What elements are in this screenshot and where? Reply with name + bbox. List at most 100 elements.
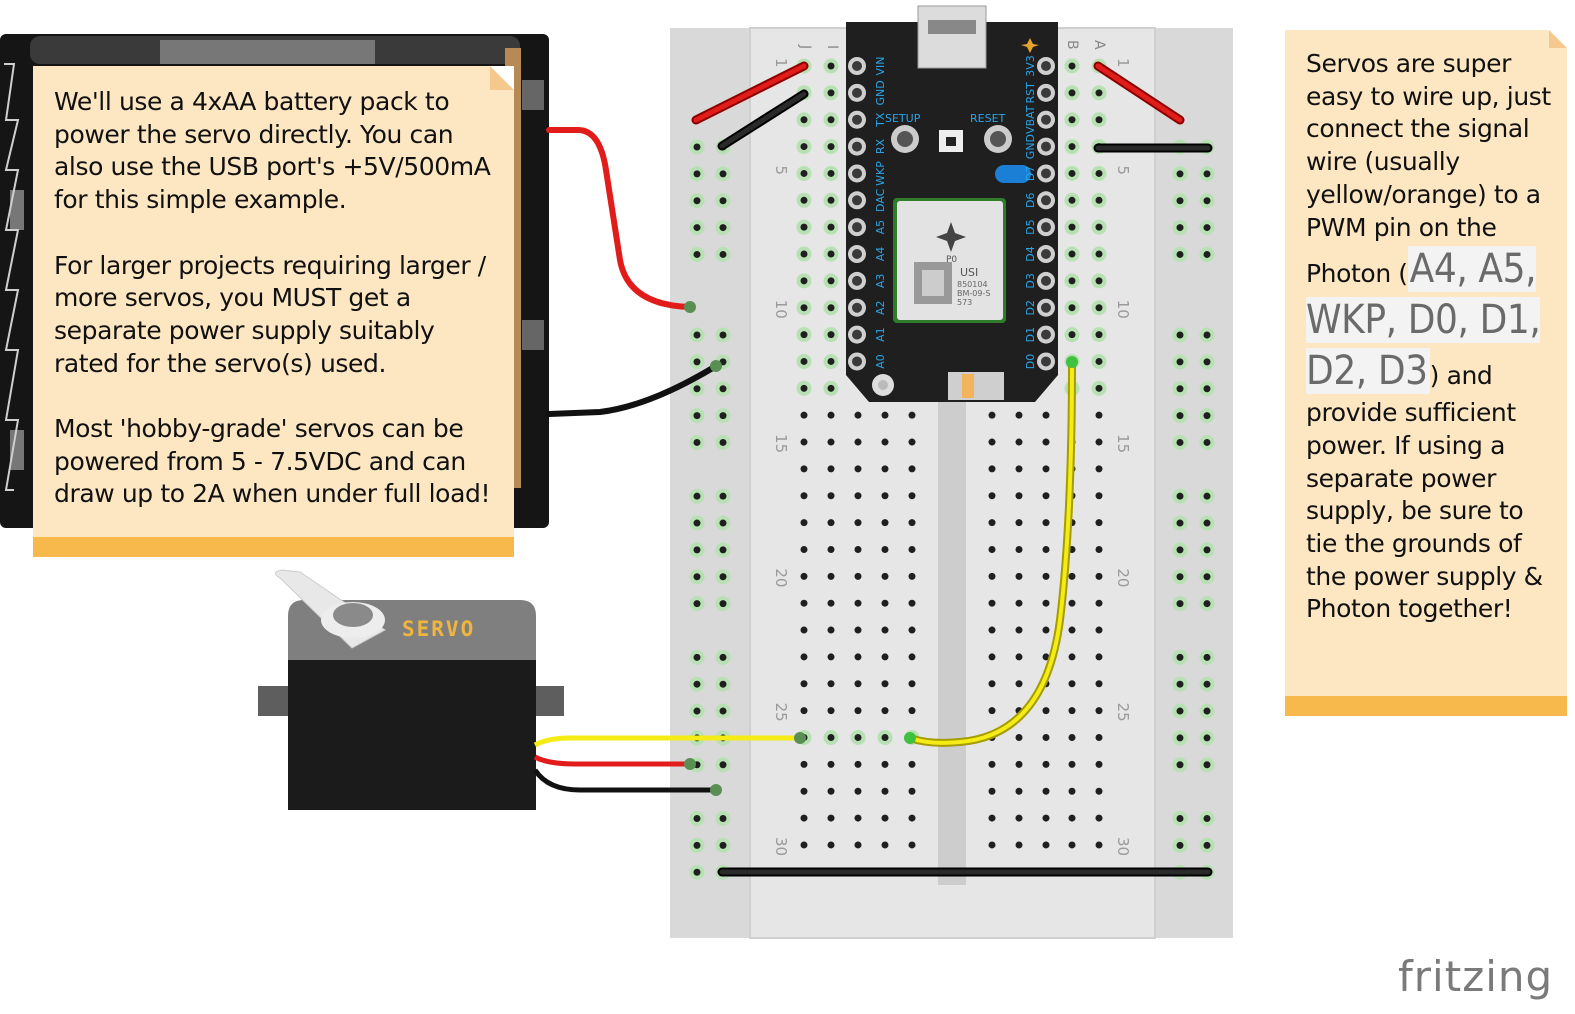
- strip-hole-center: [881, 492, 889, 500]
- strip-hole-center: [988, 680, 996, 688]
- strip-hole-center: [881, 411, 889, 419]
- strip-hole-center: [1095, 357, 1103, 365]
- rail-hole-center: [719, 519, 727, 527]
- row-number-label: 10: [772, 300, 790, 319]
- rail-hole-center: [693, 250, 701, 258]
- photon-pin-label-right: D0: [1024, 354, 1037, 369]
- strip-hole-center: [908, 841, 916, 849]
- note-left-paragraph-3: Most 'hobby-grade' servos can be powered…: [54, 414, 491, 509]
- rail-hole-center: [1176, 519, 1184, 527]
- row-number-label: 5: [1114, 165, 1132, 175]
- strip-hole-center: [1095, 465, 1103, 473]
- note-left-paragraph-2: For larger projects requiring larger / m…: [54, 250, 486, 378]
- strip-hole-center: [800, 169, 808, 177]
- photon-pin-label-right: VBAT: [1024, 105, 1037, 134]
- photon-pin-center: [852, 141, 862, 152]
- strip-hole-center: [908, 707, 916, 715]
- strip-hole-center: [800, 707, 808, 715]
- setup-button-label: SETUP: [885, 112, 921, 125]
- strip-hole-center: [1015, 438, 1023, 446]
- note-fold-icon: [1549, 30, 1567, 48]
- photon-pin-center: [852, 87, 862, 98]
- strip-hole-center: [800, 116, 808, 124]
- strip-hole-center: [1095, 680, 1103, 688]
- strip-hole-center: [1068, 760, 1076, 768]
- rail-hole-center: [1203, 519, 1211, 527]
- row-number-label: 15: [772, 434, 790, 453]
- photon-pin-label-left: A4: [874, 247, 887, 262]
- particle-logo-icon: [936, 222, 966, 252]
- rail-hole-center: [1203, 250, 1211, 258]
- photon-pin-label-left: A3: [874, 274, 887, 289]
- strip-hole-center: [1042, 787, 1050, 795]
- strip-hole-center: [1042, 411, 1050, 419]
- strip-hole-center: [988, 814, 996, 822]
- photon-pin-label-right: D1: [1024, 327, 1037, 342]
- strip-hole-center: [800, 841, 808, 849]
- strip-hole-center: [1068, 841, 1076, 849]
- strip-hole-center: [827, 89, 835, 97]
- strip-hole-center: [800, 626, 808, 634]
- strip-hole-center: [988, 572, 996, 580]
- row-number-label: 25: [1114, 703, 1132, 722]
- rail-hole-center: [693, 680, 701, 688]
- note-battery-power: We'll use a 4xAA battery pack to power t…: [33, 66, 514, 557]
- rail-hole-center: [1176, 600, 1184, 608]
- strip-hole-center: [800, 599, 808, 607]
- strip-hole-center: [854, 545, 862, 553]
- strip-hole-center: [908, 599, 916, 607]
- rail-hole-center: [1203, 170, 1211, 178]
- strip-hole-center: [988, 841, 996, 849]
- row-number-label: 15: [1114, 434, 1132, 453]
- strip-hole-center: [800, 411, 808, 419]
- rail-hole-center: [719, 600, 727, 608]
- strip-hole-center: [854, 438, 862, 446]
- strip-hole-center: [1095, 707, 1103, 715]
- rail-hole-center: [1176, 358, 1184, 366]
- note-servo-wiring: Servos are super easy to wire up, just c…: [1285, 30, 1567, 716]
- strip-hole-center: [854, 734, 862, 741]
- photon-pin-center: [852, 302, 862, 313]
- strip-hole-center: [1095, 599, 1103, 607]
- strip-hole-center: [1015, 626, 1023, 634]
- photon-pin-label-right: RST: [1024, 82, 1037, 104]
- note-right-text-after: ) and provide sufficient power. If using…: [1306, 361, 1543, 624]
- strip-hole-center: [1068, 599, 1076, 607]
- strip-hole-center: [827, 545, 835, 553]
- rail-hole-center: [693, 438, 701, 446]
- strip-hole-center: [881, 653, 889, 661]
- photon-pin-label-left: GND: [874, 80, 887, 105]
- strip-hole-center: [988, 707, 996, 715]
- rail-hole-center: [719, 385, 727, 393]
- rail-hole-center: [1203, 761, 1211, 769]
- rail-hole-center: [693, 385, 701, 393]
- photon-pin-label-left: WKP: [874, 161, 887, 186]
- rail-hole-center: [693, 573, 701, 581]
- photon-pin-label-right: D3: [1024, 273, 1037, 288]
- strip-hole-center: [1015, 653, 1023, 661]
- rail-hole-center: [1176, 331, 1184, 339]
- row-number-label: 1: [1114, 58, 1132, 68]
- rail-hole-center: [1176, 385, 1184, 393]
- strip-hole-center: [1068, 707, 1076, 715]
- strip-hole-center: [1095, 545, 1103, 553]
- strip-hole-center: [1068, 223, 1076, 231]
- rail-hole-center: [693, 841, 701, 849]
- strip-hole-center: [1015, 760, 1023, 768]
- strip-hole-center: [800, 304, 808, 312]
- rail-hole-center: [693, 224, 701, 232]
- strip-hole-center: [908, 760, 916, 768]
- strip-hole-center: [827, 357, 835, 365]
- strip-hole-center: [1015, 545, 1023, 553]
- strip-hole-center: [800, 492, 808, 500]
- module-label-p0: P0: [946, 255, 957, 265]
- strip-hole-center: [1095, 331, 1103, 339]
- strip-hole-center: [1095, 169, 1103, 177]
- module-label-line3: 573: [957, 298, 972, 307]
- rail-hole-center: [1176, 815, 1184, 822]
- strip-hole-center: [988, 411, 996, 419]
- row-number-label: 1: [772, 58, 790, 68]
- rail-hole-center: [693, 546, 701, 554]
- rail-hole-center: [719, 653, 727, 661]
